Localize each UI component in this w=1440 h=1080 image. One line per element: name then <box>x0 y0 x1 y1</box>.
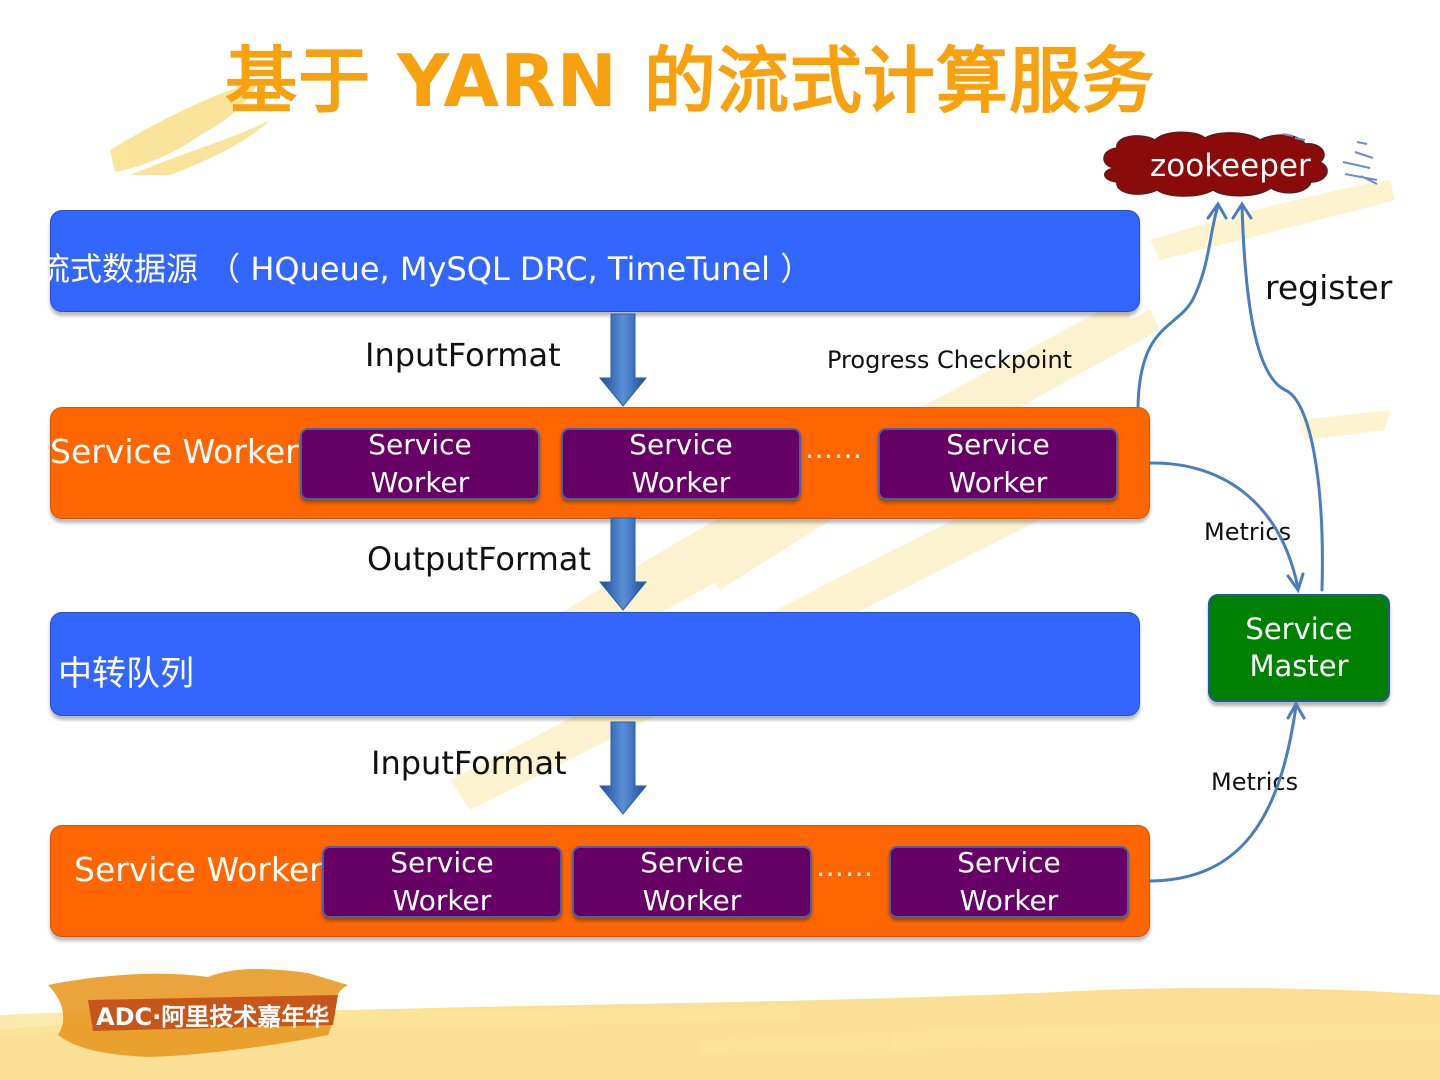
adc-logo: ADC·阿里技术嘉年华 <box>48 969 348 1057</box>
relay-queue-label: 中转队列 <box>58 654 194 694</box>
down-arrow-3 <box>598 721 648 815</box>
metrics-label-bottom: Metrics <box>1211 768 1299 796</box>
page-title: 基于 YARN 的流式计算服务 <box>225 39 1155 123</box>
input-format-label-bottom: InputFormat <box>371 744 567 782</box>
input-format-label-top: InputFormat <box>365 336 561 374</box>
ellipsis: …… <box>805 432 863 465</box>
zookeeper-label: zookeeper <box>1150 148 1311 184</box>
data-source-label: 流式数据源 （ HQueue, MySQL DRC, TimeTunel ） <box>38 250 813 288</box>
metrics-connector-top <box>1148 461 1300 590</box>
output-format-label: OutputFormat <box>367 540 591 578</box>
relay-queue-bar <box>50 612 1140 716</box>
progress-checkpoint-label: Progress Checkpoint <box>827 346 1073 374</box>
metrics-connector-bottom <box>1148 704 1298 883</box>
down-arrow-1 <box>598 313 648 407</box>
zookeeper-cloud <box>1103 131 1378 197</box>
register-label: register <box>1265 268 1393 307</box>
down-arrow-2 <box>598 517 648 611</box>
data-source-bar <box>50 210 1140 312</box>
service-workers-label-1: Service Workers <box>50 432 316 471</box>
ellipsis: …… <box>816 850 874 883</box>
register-connector <box>1240 204 1324 592</box>
logo-text: ADC·阿里技术嘉年华 <box>96 1003 329 1031</box>
service-workers-label-2: Service Workers <box>74 850 340 889</box>
checkpoint-connector <box>1136 204 1220 408</box>
